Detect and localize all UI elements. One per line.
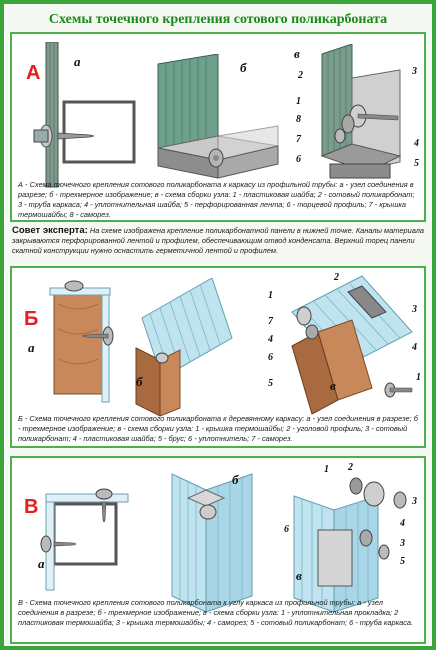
section-v-caption: В - Схема точечного крепления сотового п… [18,598,414,627]
section-b-letter: Б [24,308,39,330]
section-b: Б а б в 2 1 3 7 4 6 4 5 1 Б - Схема точе… [10,266,426,448]
section-b-number-4b: 4 [412,342,417,353]
section-a-cross-section-diagram [33,42,136,188]
section-a-number-4: 4 [414,138,419,149]
section-b-sub-label-b: б [136,374,143,389]
section-a-number-1: 1 [296,96,301,107]
section-a-number-8: 8 [296,114,301,125]
section-v-number-3: 3 [412,496,417,507]
section-b-number-1: 1 [268,290,273,301]
section-b-cross-section-diagram [49,280,114,403]
section-v-number-2: 2 [348,462,353,473]
expert-tip-heading: Совет эксперта: [12,225,88,236]
section-a-assembly-diagram [320,44,402,179]
section-a-number-7: 7 [296,134,301,145]
section-a-number-5: 5 [414,158,419,169]
expert-tip: Совет эксперта: На схеме изображена креп… [12,226,426,256]
section-v-number-1: 1 [324,464,329,475]
section-a-sub-label-a: а [74,54,81,69]
section-a-number-2: 2 [298,70,303,81]
section-b-sub-label-a: а [28,340,35,355]
section-a-letter: А [26,62,41,84]
section-v: В а б в 1 2 3 4 3 6 5 В - Схема точечног… [10,456,426,644]
section-b-caption: Б - Схема точечного крепления сотового п… [18,414,418,443]
section-v-number-4: 4 [400,518,405,529]
expert-tip-text: На схеме изображена крепление поликарбон… [12,226,425,255]
section-v-sub-label-a: а [38,556,45,571]
section-b-number-4: 4 [268,334,273,345]
section-v-3d-view-diagram [171,473,253,613]
section-b-sub-label-v: в [330,378,336,393]
poster-title: Схемы точечного крепления сотового полик… [48,12,388,27]
section-a-sub-label-b: б [240,60,247,75]
section-v-letter: В [24,496,39,518]
section-v-sub-label-b: б [232,472,239,487]
section-b-number-2: 2 [334,272,339,283]
section-v-number-3b: 3 [400,538,405,549]
section-v-sub-label-v: в [296,568,302,583]
section-b-number-1b: 1 [416,372,421,383]
section-b-number-7: 7 [268,316,273,327]
section-v-number-5: 5 [400,556,405,567]
section-v-cross-section-diagram [40,488,129,591]
section-b-number-6: 6 [268,352,273,363]
section-b-assembly-diagram [291,275,413,415]
section-v-number-6: 6 [284,524,289,535]
section-a: А а б в 2 3 1 8 7 4 6 5 А - Схема точечн… [10,32,426,222]
section-a-caption: А - Схема точечного крепления сотового п… [18,180,415,219]
section-b-number-5: 5 [268,378,273,389]
section-b-number-3: 3 [412,304,417,315]
section-b-3d-view-diagram [135,278,233,417]
section-a-number-3: 3 [412,66,417,77]
section-a-sub-label-v: в [294,46,300,61]
section-v-assembly-diagram [293,477,407,613]
section-a-number-6: 6 [296,154,301,165]
section-a-3d-view-diagram [157,54,279,179]
